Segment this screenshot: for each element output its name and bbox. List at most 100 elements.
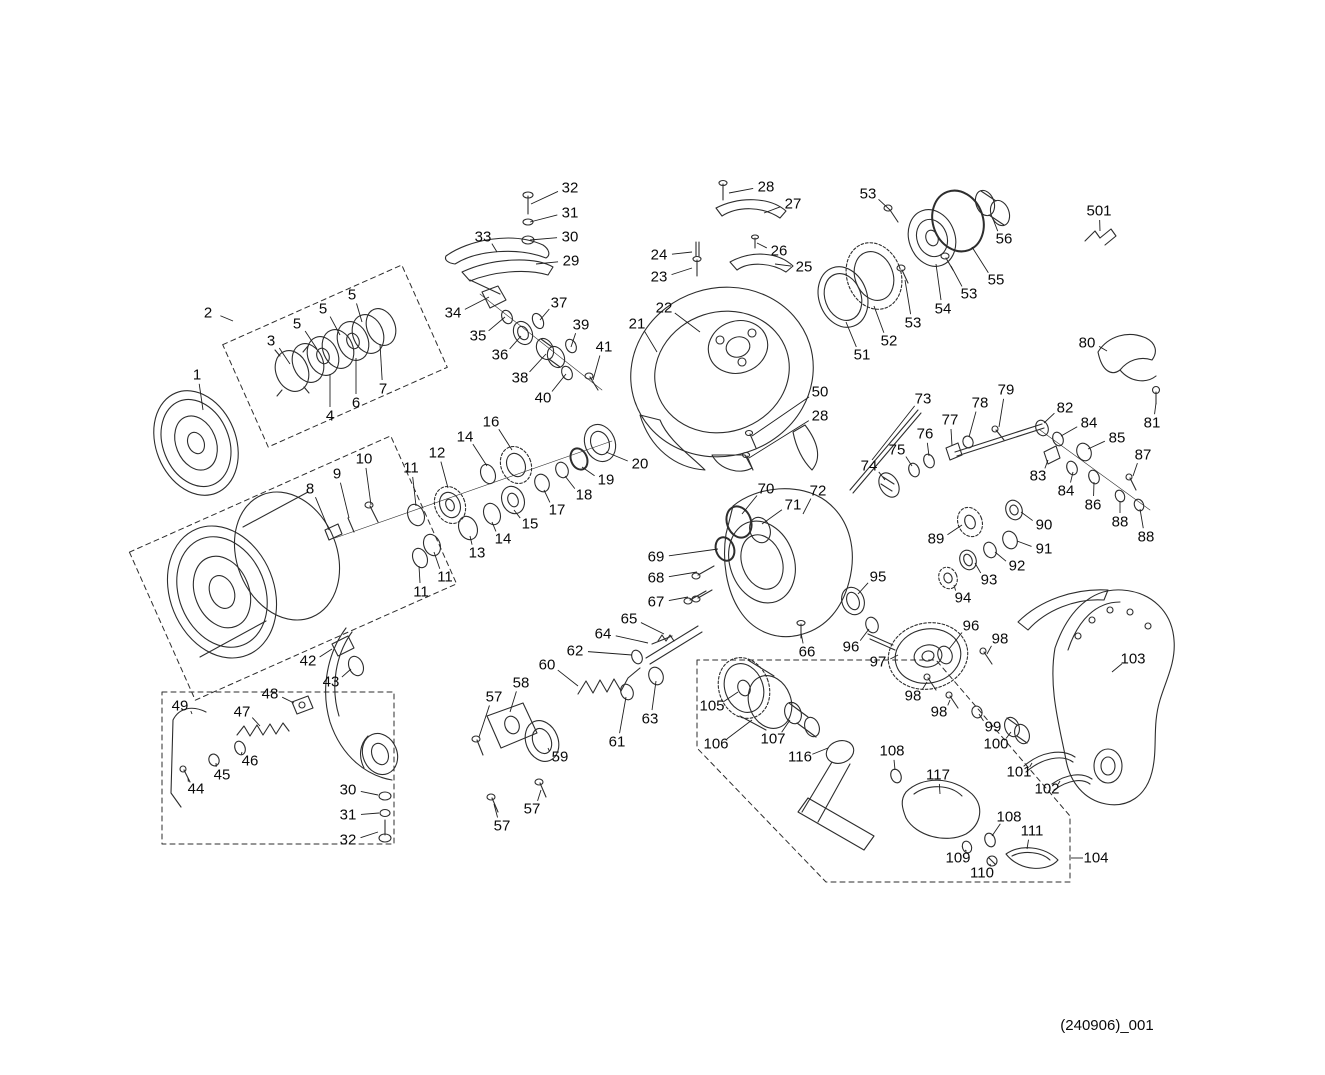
part-number-label: 501 — [1086, 203, 1111, 220]
leader-line — [557, 669, 579, 687]
leader-line — [938, 783, 941, 795]
leader-line — [433, 551, 441, 569]
part-number-label: 49 — [172, 698, 189, 715]
part-number-label: 58 — [513, 675, 530, 692]
part-number-label: 54 — [935, 301, 952, 318]
part-number-label: 23 — [651, 269, 668, 286]
leader-line — [491, 521, 497, 532]
group-box-drag-knob — [222, 264, 448, 448]
part-number-label: 11 — [403, 460, 419, 477]
drive-gear-drawing — [841, 586, 1093, 791]
part-number-label: 36 — [492, 347, 509, 364]
leader-line — [360, 791, 379, 796]
group-box-handle — [696, 659, 1071, 883]
leader-line — [873, 305, 885, 333]
diagram-artwork — [128, 179, 1175, 883]
leader-line — [509, 335, 522, 350]
part-number-label: 13 — [469, 545, 486, 562]
drag-knob-stack-drawing — [274, 308, 397, 397]
leader-line — [763, 206, 781, 214]
part-number-label: 88 — [1138, 529, 1155, 546]
leader-line — [1139, 508, 1144, 529]
part-number-label: 71 — [785, 497, 802, 514]
leader-line — [1111, 663, 1123, 673]
leader-line — [728, 187, 754, 194]
document-code: (240906)_001 — [1060, 1017, 1153, 1034]
leader-line — [921, 681, 928, 690]
leader-line — [893, 759, 896, 771]
part-number-label: 4 — [326, 408, 334, 425]
part-number-label: 90 — [1036, 517, 1053, 534]
part-number-label: 20 — [632, 456, 649, 473]
part-number-label: 18 — [576, 487, 593, 504]
part-number-label: 33 — [475, 229, 492, 246]
leader-line — [947, 524, 963, 536]
leader-line — [998, 398, 1005, 428]
leader-line — [198, 383, 204, 411]
part-number-label: 5 — [348, 287, 356, 304]
part-number-label: 16 — [483, 414, 500, 431]
leader-line — [989, 863, 992, 867]
part-number-label: 65 — [621, 611, 638, 628]
line-roller-drawing — [479, 285, 603, 391]
part-number-label: 48 — [262, 686, 279, 703]
leader-line — [281, 696, 295, 704]
leader-line — [547, 747, 551, 752]
leader-line — [469, 535, 473, 545]
leader-line — [644, 331, 658, 353]
part-number-label: 79 — [998, 382, 1015, 399]
part-number-label: 117 — [926, 767, 950, 784]
part-number-label: 43 — [323, 674, 340, 691]
leader-line — [529, 214, 558, 223]
part-number-label: 10 — [356, 451, 373, 468]
leader-line — [605, 451, 628, 462]
leader-line — [857, 582, 869, 595]
part-number-label: 52 — [881, 333, 898, 350]
body-screws-drawing — [691, 589, 713, 603]
leader-line — [668, 596, 689, 602]
part-number-label: 38 — [512, 370, 529, 387]
leader-line — [640, 622, 665, 635]
leader-line — [1005, 731, 1012, 739]
leader-line — [412, 476, 417, 507]
part-number-label: 98 — [905, 688, 922, 705]
part-number-label: 77 — [942, 412, 959, 429]
part-number-label: 60 — [539, 657, 556, 674]
part-number-label: 29 — [563, 253, 580, 270]
part-number-label: 5 — [319, 301, 327, 318]
part-number-label: 63 — [642, 711, 659, 728]
body-cover-drawing — [1017, 589, 1175, 806]
part-number-label: 59 — [552, 749, 569, 766]
leader-line — [726, 719, 753, 740]
part-number-label: 73 — [915, 391, 932, 408]
bail-trip-lever-drawing — [444, 191, 554, 295]
part-number-label: 85 — [1109, 430, 1126, 447]
part-number-label: 103 — [1120, 651, 1145, 668]
leader-line — [741, 495, 758, 515]
kick-lever-drawing — [170, 695, 392, 843]
leader-line — [498, 428, 513, 451]
part-number-label: 28 — [758, 179, 775, 196]
leader-line — [1016, 540, 1032, 547]
leader-line — [1043, 412, 1055, 424]
part-number-label: 107 — [760, 731, 785, 748]
leader-line — [986, 645, 992, 655]
leader-line — [537, 789, 542, 802]
part-number-label: 44 — [188, 781, 205, 798]
part-number-label: 40 — [535, 390, 552, 407]
leader-line — [339, 482, 350, 519]
leader-line — [671, 267, 693, 276]
part-number-label: 28 — [812, 408, 829, 425]
part-number-label: 78 — [972, 395, 989, 412]
leader-line — [756, 242, 767, 249]
leader-line — [529, 237, 558, 241]
leader-line — [356, 303, 363, 323]
leader-line — [774, 263, 792, 267]
leader-line — [1098, 345, 1108, 352]
part-number-label: 99 — [985, 719, 1002, 736]
part-number-label: 116 — [788, 749, 812, 766]
leader-line — [751, 396, 810, 437]
leader-line — [953, 584, 957, 591]
leader-line — [341, 668, 352, 678]
leader-line — [1020, 511, 1033, 521]
